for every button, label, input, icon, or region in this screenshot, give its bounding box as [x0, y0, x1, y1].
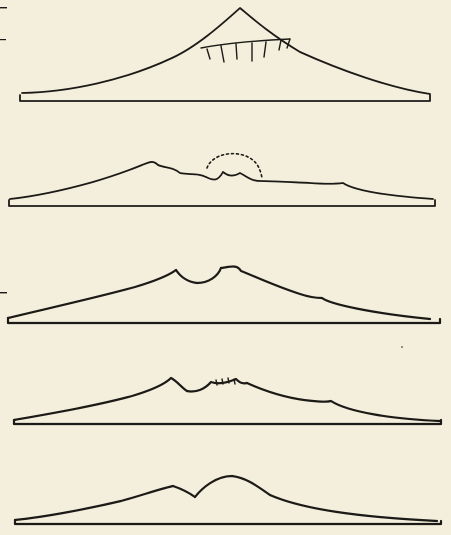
stage-5-baseline	[15, 520, 441, 524]
stage-2-profile	[9, 154, 435, 206]
stage-4-craterlet-3	[228, 378, 229, 383]
stage-2-new-cone-profile	[206, 172, 433, 199]
stage-3-baseline	[8, 318, 440, 323]
stage-3-left-slope	[8, 270, 176, 318]
stage-4-right-slope	[247, 383, 440, 421]
stage-1-cone-outline	[22, 8, 430, 94]
stage-1-fissure-6	[279, 40, 281, 50]
edge-mark-3	[0, 292, 7, 293]
stage-3-right-slope	[221, 267, 430, 320]
stage-1-inner-crater-arc	[201, 39, 290, 48]
scan-marks	[0, 7, 403, 348]
edge-mark-2	[0, 39, 6, 40]
stage-5-saddle	[173, 486, 195, 497]
stage-1-fissure-5	[264, 42, 266, 57]
stray-dot	[401, 346, 403, 348]
stage-5-left-slope	[15, 486, 173, 520]
stage-4-craterlet-1	[216, 380, 217, 385]
stage-3-profile	[8, 267, 440, 324]
stage-3-caldera-profile	[176, 268, 221, 283]
stage-4-craterlet-4	[234, 379, 235, 384]
stage-1-baseline	[20, 95, 430, 101]
stage-5-right-summit	[195, 476, 270, 497]
stage-4-left-slope	[14, 378, 187, 420]
stage-1-profile	[20, 8, 430, 101]
stage-5-right-slope	[270, 495, 437, 521]
stage-2-ancient-crater-profile	[10, 162, 206, 199]
stage-4-baseline	[14, 420, 441, 424]
stage-1-fissure-1	[207, 49, 210, 59]
stage-4-profile	[14, 378, 441, 424]
stage-1-fissure-3	[236, 44, 237, 59]
stage-5-profile	[15, 476, 441, 524]
stage-2-baseline	[9, 200, 435, 206]
edge-mark-1	[0, 7, 7, 8]
stage-1-fissure-2	[221, 46, 224, 62]
stage-4-craterlet-2	[222, 379, 223, 384]
